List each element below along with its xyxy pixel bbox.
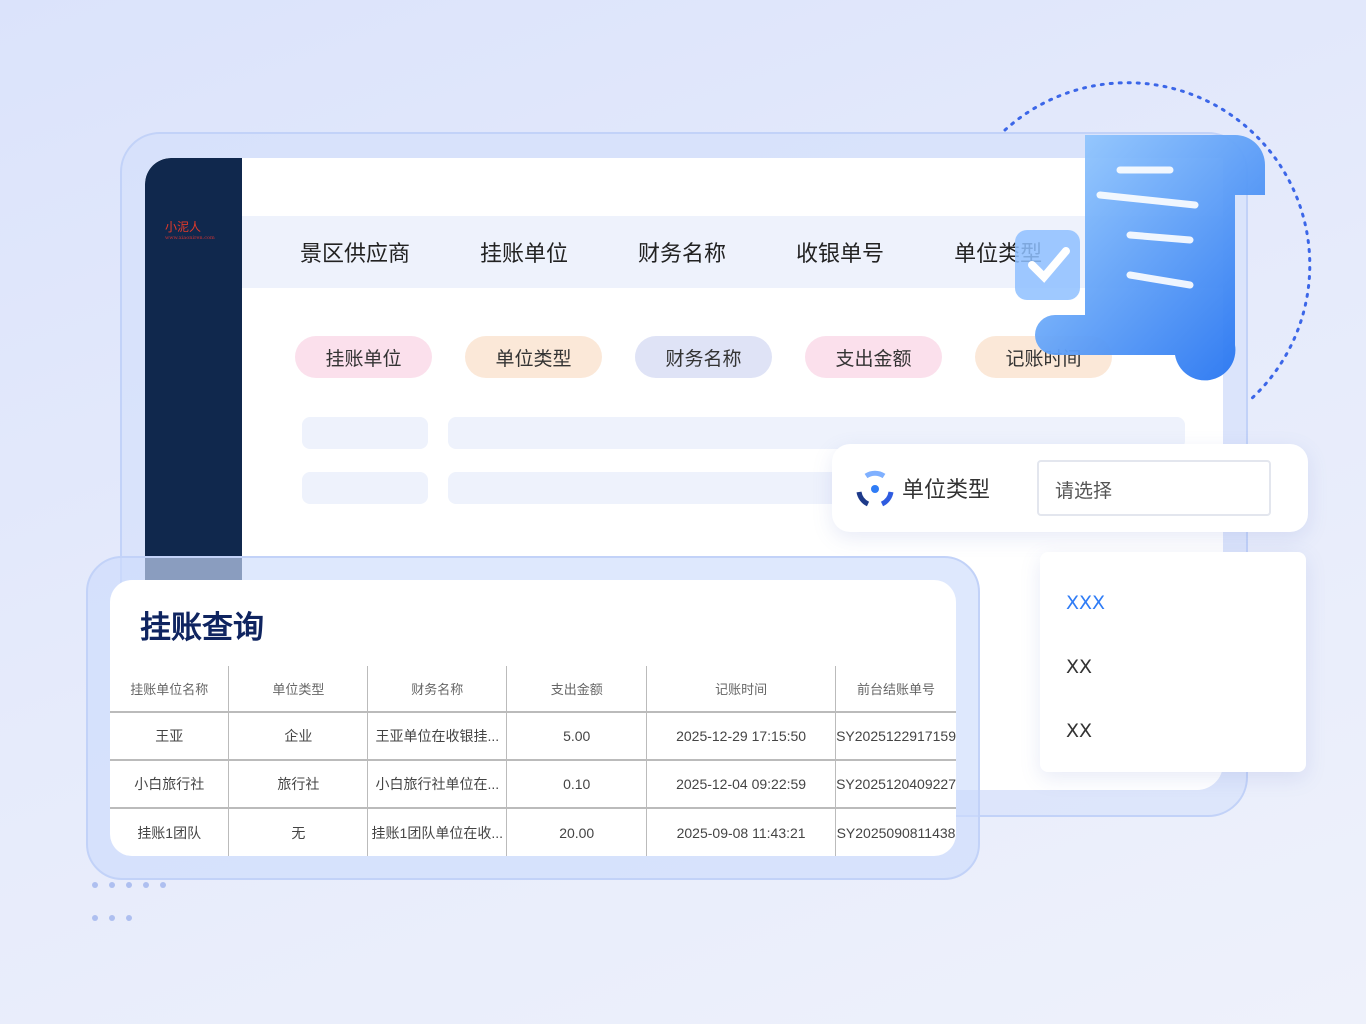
column-header: 前台结账单号 xyxy=(857,682,936,697)
panel-title: 挂账查询 xyxy=(140,610,264,646)
records-table: 挂账单位名称 单位类型 财务名称 支出金额 记账时间 前台结账单号 王亚企业王亚… xyxy=(110,666,956,856)
cell: 无 xyxy=(228,807,369,856)
cell: 旅行社 xyxy=(228,759,369,808)
cell: SY2025120409227 xyxy=(835,759,956,808)
column-header: 单位类型 xyxy=(228,666,369,712)
dropdown-option[interactable]: XXX xyxy=(1066,592,1106,614)
chip[interactable]: 单位类型 xyxy=(465,336,602,378)
cell: 2025-09-08 11:43:21 xyxy=(646,807,837,856)
column-header: 记账时间 xyxy=(646,666,837,712)
logo-text: 小泥人 xyxy=(165,220,202,234)
placeholder-bar xyxy=(302,472,428,504)
cell: 小白旅行社单位在... xyxy=(367,759,508,808)
dropdown-menu: XXX XX XX xyxy=(1040,552,1306,772)
query-panel: 挂账查询 挂账单位名称 单位类型 财务名称 支出金额 记账时间 前台结账单号 王… xyxy=(110,580,956,856)
filter-chips: 挂账单位 单位类型 财务名称 支出金额 记账时间 xyxy=(295,336,1112,378)
cell: 王亚 xyxy=(110,711,230,760)
document-check-icon xyxy=(1015,135,1265,381)
cell: 挂账1团队单位在收... xyxy=(367,807,508,856)
dropdown-option[interactable]: XX xyxy=(1066,656,1093,678)
column-header: 支出金额 xyxy=(506,666,648,712)
cell: 5.00 xyxy=(506,711,648,760)
nav-item[interactable]: 景区供应商 xyxy=(300,242,411,267)
column-header: 挂账单位名称 xyxy=(110,666,230,712)
dropdown-option[interactable]: XX xyxy=(1066,720,1093,742)
column-header: 财务名称 xyxy=(367,666,508,712)
nav-item[interactable]: 挂账单位 xyxy=(480,242,569,267)
cell: SY2025122917159 xyxy=(835,711,956,760)
nav-item[interactable]: 收银单号 xyxy=(796,242,885,267)
unit-type-filter: 单位类型 请选择 xyxy=(832,444,1308,532)
cell: 2025-12-29 17:15:50 xyxy=(646,711,837,760)
cell: 小白旅行社 xyxy=(110,759,230,808)
cell: 0.10 xyxy=(506,759,648,808)
cell: 企业 xyxy=(228,711,369,760)
cell: 2025-12-04 09:22:59 xyxy=(646,759,837,808)
cell: 20.00 xyxy=(506,807,648,856)
chip[interactable]: 财务名称 xyxy=(635,336,772,378)
placeholder-bar xyxy=(448,417,1185,449)
filter-label: 单位类型 xyxy=(902,478,991,503)
unit-type-select[interactable]: 请选择 xyxy=(1037,460,1271,516)
placeholder-bar xyxy=(302,417,428,449)
cell: SY2025090811438 xyxy=(835,807,956,856)
brand-icon xyxy=(856,470,894,507)
chip[interactable]: 支出金额 xyxy=(805,336,942,378)
dashed-orbit xyxy=(1003,81,1312,402)
cell: 王亚单位在收银挂... xyxy=(367,711,508,760)
nav-item[interactable]: 财务名称 xyxy=(638,242,727,267)
cell: 挂账1团队 xyxy=(110,807,230,856)
decorative-dots xyxy=(92,882,192,948)
chip[interactable]: 挂账单位 xyxy=(295,336,432,378)
